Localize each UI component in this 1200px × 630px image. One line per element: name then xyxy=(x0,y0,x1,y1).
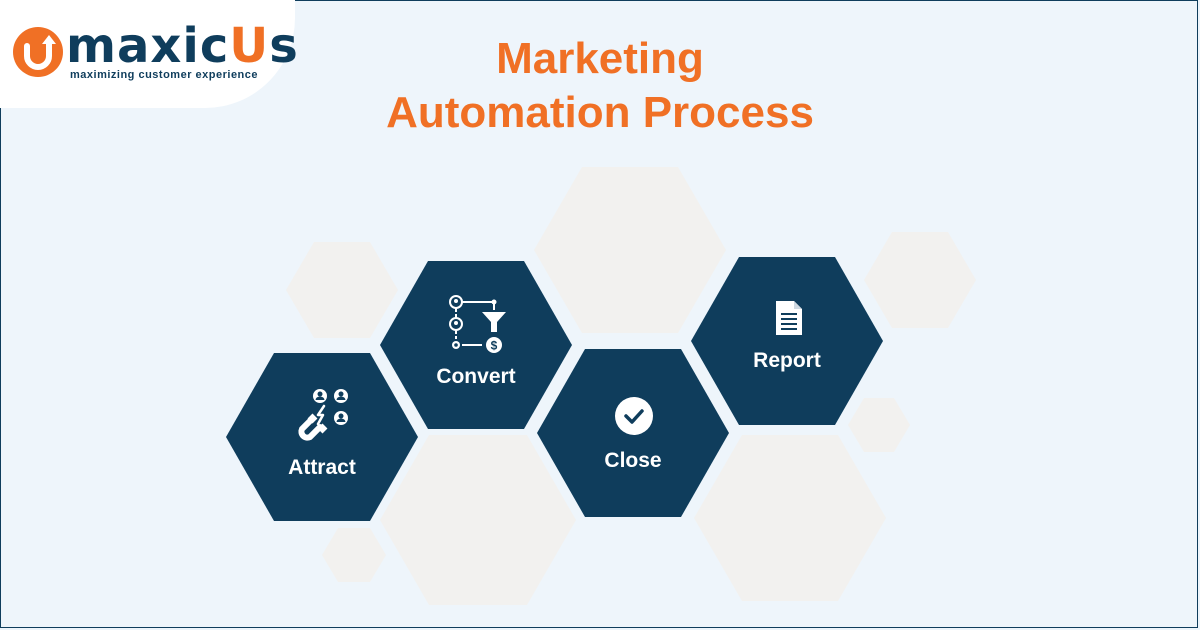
step-label-convert: Convert xyxy=(436,365,516,388)
check-circle-icon xyxy=(615,397,653,435)
step-label-report: Report xyxy=(753,349,821,372)
decor-hexagon xyxy=(848,398,910,452)
page-title: Marketing Automation Process xyxy=(300,32,900,140)
decor-hexagon xyxy=(322,528,386,582)
svg-text:$: $ xyxy=(491,339,498,353)
document-icon xyxy=(776,301,802,335)
logo-card: maxicUs maximizing customer experience xyxy=(0,0,298,108)
step-label-attract: Attract xyxy=(288,456,356,479)
decor-hexagon xyxy=(380,435,576,605)
hexagon-attract xyxy=(226,353,418,521)
step-label-close: Close xyxy=(604,449,662,472)
decor-hexagon xyxy=(286,242,398,338)
logo-wordmark: maxicUs xyxy=(66,18,299,74)
decor-hexagon xyxy=(694,435,886,601)
funnel-conversion-icon: $ xyxy=(449,295,506,353)
decor-hexagon xyxy=(534,167,726,333)
title-line-1: Marketing xyxy=(496,34,704,83)
decor-hexagon xyxy=(864,232,976,328)
hexagon-report xyxy=(691,257,883,425)
title-line-2: Automation Process xyxy=(386,88,814,137)
magnet-audience-icon xyxy=(298,389,348,441)
logo-tagline: maximizing customer experience xyxy=(70,69,259,81)
logo-u-arrow-icon xyxy=(13,27,63,77)
